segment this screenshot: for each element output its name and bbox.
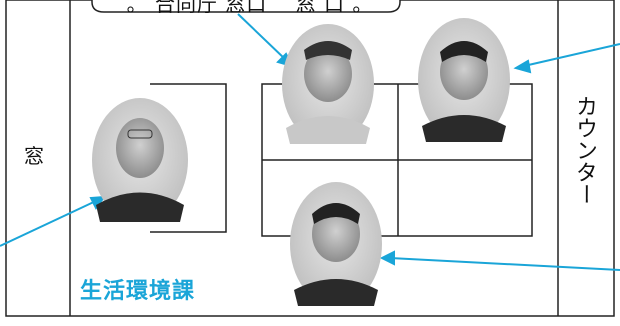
counter-label: カウンター — [572, 95, 597, 205]
desk-grid — [261, 83, 533, 237]
portrait-left — [92, 98, 188, 222]
portrait-right-top — [418, 18, 510, 142]
left-desk — [150, 83, 227, 233]
arrows — [0, 13, 620, 271]
callout-bubble — [91, 0, 401, 13]
portrait-center-top — [282, 24, 374, 144]
department-label: 生活環境課 — [80, 279, 196, 304]
window-label: 窓 — [24, 144, 44, 168]
callout-text: 。 合同庁 窓口 窓 口 。 — [126, 0, 374, 16]
portrait-bottom-center — [290, 182, 382, 306]
room-outline — [5, 0, 615, 317]
